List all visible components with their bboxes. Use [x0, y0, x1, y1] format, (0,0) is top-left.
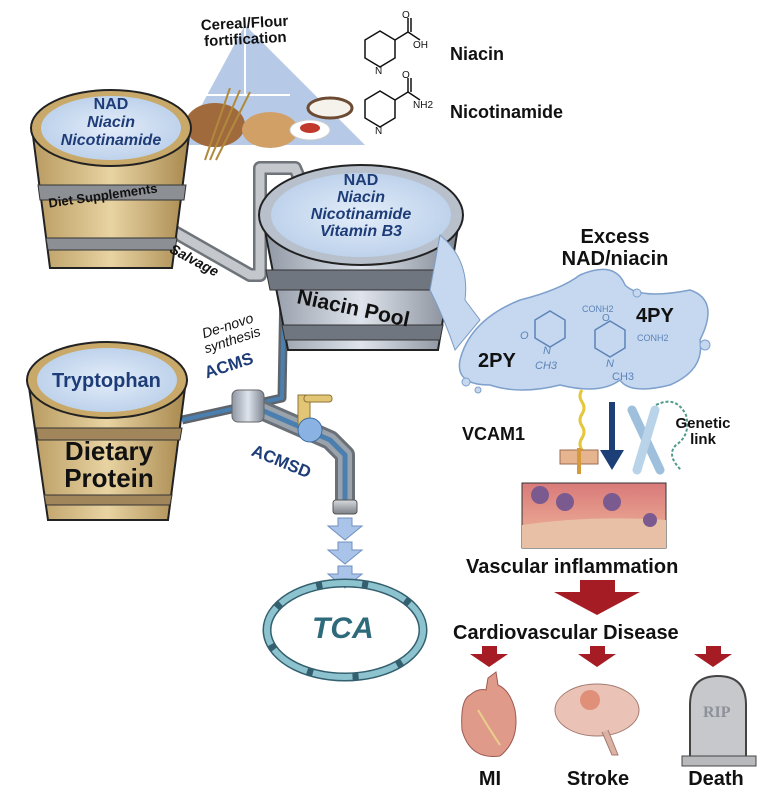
acmsd-pipe	[245, 395, 355, 505]
nicotinamide-structure	[364, 78, 421, 128]
flow-arrows	[326, 517, 364, 589]
niacin-o-group: O	[402, 10, 410, 21]
pool-item-nad: NAD	[343, 172, 379, 189]
bread-icon	[185, 103, 245, 147]
pool-item-vitamin-b3: Vitamin B3	[319, 223, 403, 240]
tombstone-engraving: RIP	[703, 704, 731, 721]
loaf-icon	[242, 112, 298, 148]
4py-methyl-group: CH3	[612, 371, 635, 383]
genetic-link-line2: link	[690, 431, 716, 448]
dietary-protein-line1: Dietary	[64, 436, 154, 466]
nicotinamide-nh2-group: NH2	[413, 100, 434, 111]
heart-icon	[461, 671, 517, 757]
tombstone-icon	[681, 674, 757, 767]
4py-carboxamide-group: CONH2	[637, 333, 669, 343]
pyridone-2py-ring	[534, 310, 566, 348]
pasta-icon	[300, 123, 320, 133]
pool-item-niacin: Niacin	[336, 189, 385, 206]
supplement-item-niacin: Niacin	[86, 114, 135, 131]
niacin-structure-label: Niacin	[450, 44, 505, 64]
dietary-protein-label: Dietary Protein	[44, 438, 174, 492]
nicotinamide-structure-label: Nicotinamide	[450, 102, 564, 122]
rice-bowl-icon	[306, 96, 354, 120]
down-arrow-red-large	[554, 580, 640, 615]
outcome-death-label: Death	[688, 768, 744, 790]
supplement-contents: NAD Niacin Nicotinamide	[41, 96, 181, 150]
nicotinamide-o-group: O	[402, 70, 410, 81]
cereal-fortification-label: Cereal/Flour fortification	[179, 13, 310, 52]
brain-icon	[554, 683, 640, 756]
2py-methyl-group: CH3	[535, 360, 558, 372]
outcome-stroke-label: Stroke	[566, 768, 630, 790]
pipe-junction	[231, 389, 265, 423]
tca-cycle	[262, 578, 428, 682]
pool-contents: NAD Niacin Nicotinamide Vitamin B3	[296, 172, 426, 240]
genetic-link-label: Genetic link	[668, 416, 738, 448]
tca-label: TCA	[312, 612, 374, 645]
chromosome-dna-icon	[627, 400, 689, 475]
niacin-pool-tub	[258, 164, 481, 352]
blood-vessel-illustration	[521, 482, 667, 549]
pipe-nozzle	[332, 499, 358, 515]
dietary-protein-tub	[26, 341, 188, 521]
vcam1-label: VCAM1	[462, 424, 526, 444]
pool-item-nicotinamide: Nicotinamide	[310, 206, 412, 223]
niacin-structure	[364, 18, 421, 68]
outcome-arrows	[470, 646, 732, 667]
niacin-n-atom: N	[375, 66, 383, 77]
metabolite-4py-label: 4PY	[636, 305, 674, 327]
2py-carboxamide-group: CONH2	[582, 304, 614, 314]
faucet-valve	[297, 394, 333, 443]
supplement-item-nad: NAD	[93, 96, 129, 113]
cardiovascular-disease-label: Cardiovascular Disease	[453, 622, 679, 644]
diet-supplements-tub	[30, 89, 192, 269]
2py-n-atom: N	[543, 345, 551, 357]
2py-oxo-group: O	[520, 330, 529, 342]
pyridone-4py-ring	[594, 320, 626, 358]
tryptophan-label: Tryptophan	[52, 370, 161, 392]
overflow-water	[429, 234, 481, 352]
dietary-protein-line2: Protein	[64, 463, 154, 493]
food-pyramid-illustration	[180, 25, 365, 161]
outcome-mi-label: MI	[478, 768, 502, 790]
wheat-icon	[204, 87, 251, 161]
vascular-inflammation-label: Vascular inflammation	[466, 556, 679, 578]
excess-title: Excess NAD/niacin	[555, 226, 675, 270]
metabolite-2py-label: 2PY	[478, 350, 516, 372]
excess-title-line2: NAD/niacin	[561, 248, 669, 270]
metabolite-splash	[458, 268, 711, 394]
niacin-oh-group: OH	[413, 40, 428, 51]
down-arrow-navy	[600, 402, 624, 470]
4py-oxo-group: O	[602, 313, 610, 324]
excess-title-line1: Excess	[580, 226, 650, 248]
nicotinamide-n-atom: N	[375, 126, 383, 137]
genetic-link-line1: Genetic	[675, 415, 731, 432]
vcam1-receptor-icon	[559, 389, 599, 474]
enzyme-blockage	[297, 417, 323, 443]
4py-n-atom: N	[606, 358, 614, 370]
supplement-item-nicotinamide: Nicotinamide	[60, 132, 162, 149]
